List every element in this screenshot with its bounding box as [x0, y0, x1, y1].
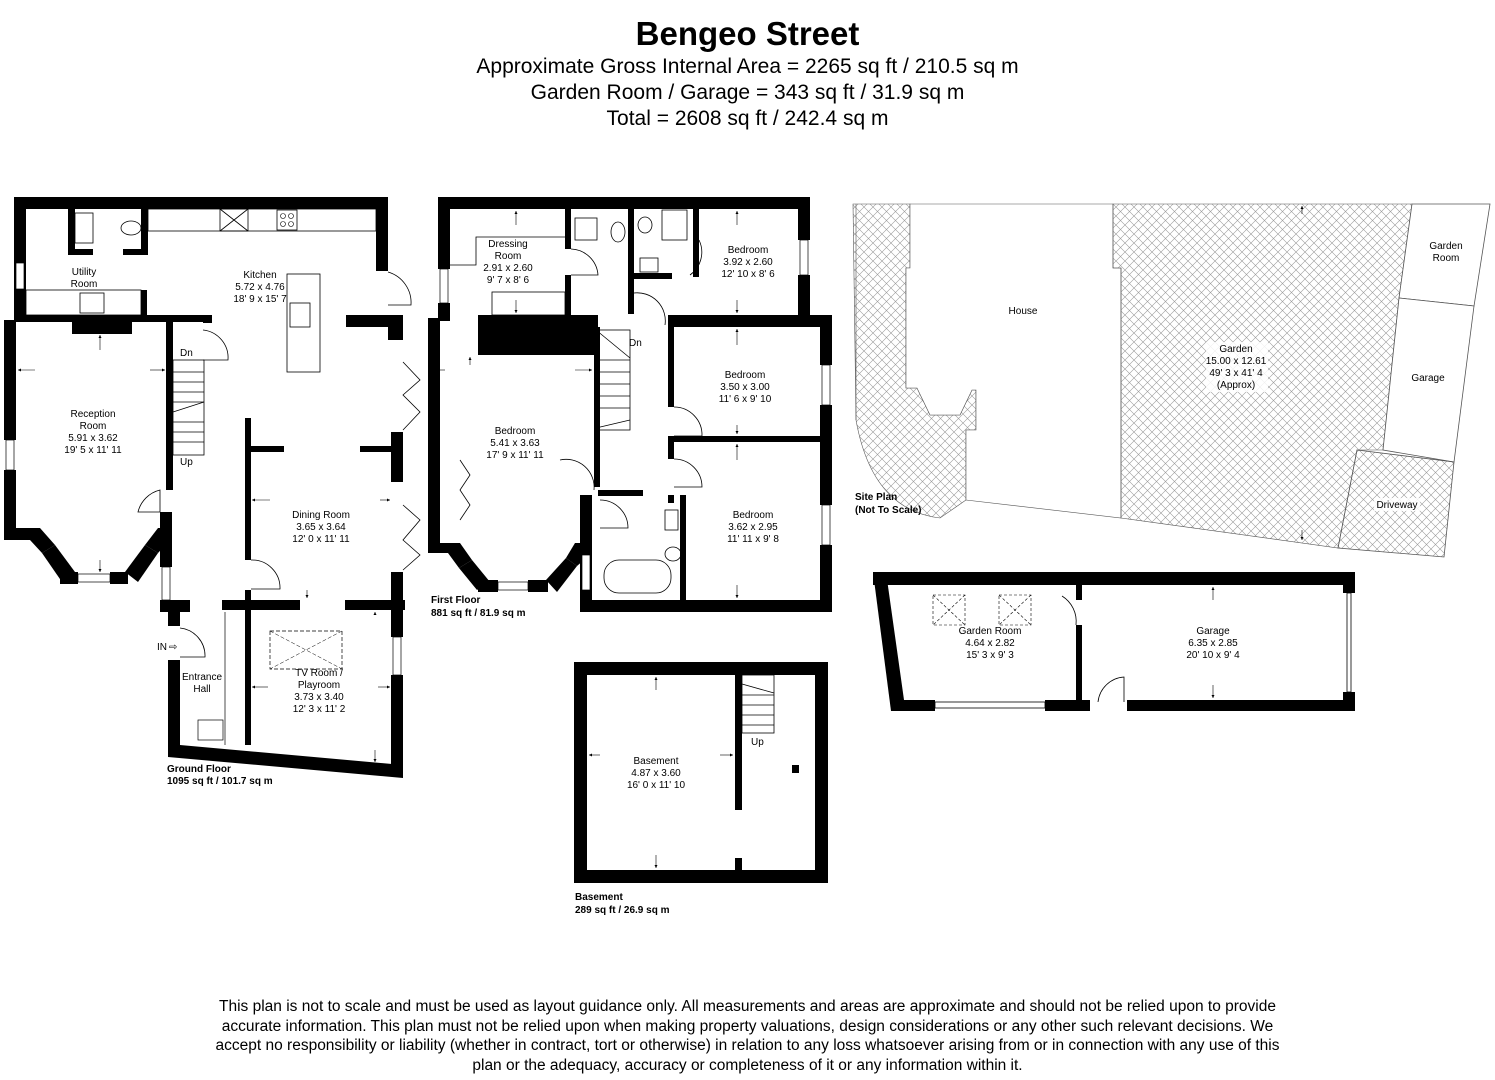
room-name-tv-room-2: Playroom: [298, 680, 340, 691]
room-dims-kitchen-metric: 5.72 x 4.76: [235, 282, 285, 293]
first-floor-area: 881 sq ft / 81.9 sq m: [431, 608, 526, 619]
room-name-garden-room: Garden Room: [959, 626, 1022, 637]
room-name-bedroom-2: Bedroom: [728, 245, 769, 256]
total-area: Total = 2608 sq ft / 242.4 sq m: [606, 107, 889, 130]
site-driveway-label: Driveway: [1376, 500, 1417, 511]
room-dims-bedroom-1-metric: 5.41 x 3.63: [490, 438, 540, 449]
site-garden-approx: (Approx): [1217, 380, 1255, 391]
room-dims-tv-room-metric: 3.73 x 3.40: [294, 692, 344, 703]
room-dims-garage-metric: 6.35 x 2.85: [1188, 638, 1238, 649]
room-dims-bedroom-3-metric: 3.50 x 3.00: [720, 382, 770, 393]
room-dims-dressing-imperial: 9' 7 x 8' 6: [487, 275, 530, 286]
stairs-down-label: Dn: [180, 348, 193, 359]
first-floor-label: First Floor: [431, 595, 481, 606]
room-dims-basement-metric: 4.87 x 3.60: [631, 768, 681, 779]
room-dims-reception-metric: 5.91 x 3.62: [68, 433, 118, 444]
room-name-tv-room: TV Room /: [295, 668, 343, 679]
room-name-utility: Utility: [72, 267, 96, 278]
room-dims-reception-imperial: 19' 5 x 11' 11: [64, 445, 122, 456]
room-name-kitchen: Kitchen: [243, 270, 276, 281]
basement-label: Basement: [575, 892, 623, 903]
site-garage-label: Garage: [1411, 373, 1445, 384]
site-plan: House Garden 15.00 x 12.61 49' 3 x 41' 4…: [852, 203, 1491, 558]
stairs-down-label-first: Dn: [629, 338, 642, 349]
stairs-up-label: Up: [180, 457, 193, 468]
room-name-basement: Basement: [633, 756, 678, 767]
room-dims-bedroom-3-imperial: 11' 6 x 9' 10: [719, 394, 772, 405]
room-dims-garden-room-imperial: 15' 3 x 9' 3: [966, 650, 1014, 661]
entry-arrow-icon: ⇨: [169, 642, 177, 653]
room-dims-basement-imperial: 16' 0 x 11' 10: [627, 780, 686, 791]
room-name-garage: Garage: [1196, 626, 1230, 637]
room-dims-kitchen-imperial: 18' 9 x 15' 7: [233, 294, 287, 305]
room-dims-bedroom-4-imperial: 11' 11 x 9' 8: [727, 534, 779, 545]
garden-room-garage-area: Garden Room / Garage = 343 sq ft / 31.9 …: [530, 81, 965, 104]
first-floor-plan: Dressing Room 2.91 x 2.60 9' 7 x 8' 6 Be…: [428, 197, 832, 619]
gross-internal-area: Approximate Gross Internal Area = 2265 s…: [476, 55, 1019, 78]
site-garden-metric: 15.00 x 12.61: [1206, 356, 1267, 367]
site-garden-imperial: 49' 3 x 41' 4: [1209, 368, 1263, 379]
room-name-dressing-2: Room: [495, 251, 522, 262]
room-dims-dining-imperial: 12' 0 x 11' 11: [292, 534, 350, 545]
room-name-bedroom-3: Bedroom: [725, 370, 766, 381]
ground-floor-plan: Kitchen 5.72 x 4.76 18' 9 x 15' 7 Utilit…: [4, 197, 421, 787]
room-dims-garden-room-metric: 4.64 x 2.82: [965, 638, 1015, 649]
room-dims-bedroom-4-metric: 3.62 x 2.95: [728, 522, 778, 533]
room-dims-dining-metric: 3.65 x 3.64: [296, 522, 346, 533]
dimension-arrows: [18, 206, 1304, 868]
room-name-bedroom-4: Bedroom: [733, 510, 774, 521]
site-garden-room-label: Garden: [1429, 241, 1462, 252]
site-plan-not-to-scale: (Not To Scale): [855, 505, 921, 516]
room-dims-bedroom-2-imperial: 12' 10 x 8' 6: [721, 269, 775, 280]
basement-plan: Basement 4.87 x 3.60 16' 0 x 11' 10 Up B…: [574, 662, 828, 916]
stairs-up-label-basement: Up: [751, 737, 764, 748]
room-name-reception: Reception: [70, 409, 115, 420]
room-name-reception-2: Room: [80, 421, 107, 432]
basement-area: 289 sq ft / 26.9 sq m: [575, 905, 670, 916]
page-title: Bengeo Street: [635, 15, 860, 52]
entry-marker: IN: [157, 642, 167, 653]
room-dims-garage-imperial: 20' 10 x 9' 4: [1186, 650, 1240, 661]
outbuilding-plan: Garden Room 4.64 x 2.82 15' 3 x 9' 3 Gar…: [873, 572, 1355, 711]
room-name-bedroom-1: Bedroom: [495, 426, 536, 437]
room-dims-bedroom-2-metric: 3.92 x 2.60: [723, 257, 773, 268]
room-name-entrance-hall-2: Hall: [193, 684, 210, 695]
ground-floor-area: 1095 sq ft / 101.7 sq m: [167, 776, 273, 787]
plan-header: Bengeo Street Approximate Gross Internal…: [0, 14, 1495, 132]
site-house-label: House: [1009, 306, 1038, 317]
room-name-dining: Dining Room: [292, 510, 350, 521]
room-name-utility-2: Room: [71, 279, 98, 290]
site-garden-room-label-2: Room: [1433, 253, 1460, 264]
site-garden-label: Garden: [1219, 344, 1252, 355]
disclaimer-text: This plan is not to scale and must be us…: [215, 998, 1280, 1074]
room-name-entrance-hall: Entrance: [182, 672, 222, 683]
site-plan-label: Site Plan: [855, 492, 897, 503]
room-dims-dressing-metric: 2.91 x 2.60: [483, 263, 533, 274]
room-dims-tv-room-imperial: 12' 3 x 11' 2: [293, 704, 346, 715]
room-dims-bedroom-1-imperial: 17' 9 x 11' 11: [486, 450, 544, 461]
ground-floor-label: Ground Floor: [167, 764, 231, 775]
room-name-dressing: Dressing: [488, 239, 527, 250]
